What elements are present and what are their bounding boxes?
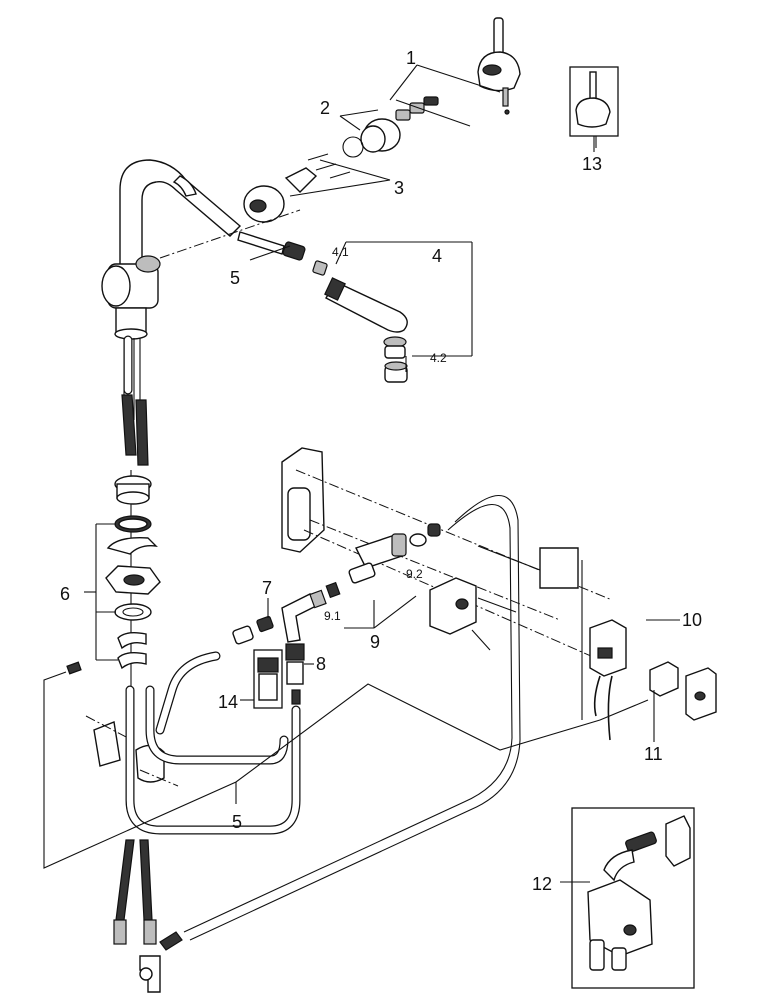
alternate-handle-box <box>569 66 619 152</box>
thermostat-valve-box <box>571 807 695 989</box>
callout-4-1: 4.1 <box>332 245 349 259</box>
callout-4-2: 4.2 <box>430 351 447 365</box>
callout-labels: 1 2 3 4 4.1 4.2 5 6 7 8 14 5 9.1 9.2 9 1… <box>60 48 702 894</box>
handle-lever <box>477 17 521 115</box>
mounting-kit <box>105 475 161 670</box>
long-hoses <box>125 495 521 951</box>
callout-9-2: 9.2 <box>406 567 423 581</box>
callout-13: 13 <box>582 154 602 174</box>
connector-parts <box>232 589 327 709</box>
callout-10: 10 <box>682 610 702 630</box>
callout-2: 2 <box>320 98 330 118</box>
faucet-body <box>101 159 242 340</box>
callout-9-1: 9.1 <box>324 609 341 623</box>
callout-5-top: 5 <box>230 268 240 288</box>
control-box <box>429 545 717 741</box>
callout-7: 7 <box>262 578 272 598</box>
callout-1: 1 <box>406 48 416 68</box>
callout-12: 12 <box>532 874 552 894</box>
callout-9: 9 <box>370 632 380 652</box>
sensor-cable <box>43 661 649 869</box>
callout-5-bottom: 5 <box>232 812 242 832</box>
callout-3: 3 <box>394 178 404 198</box>
pullout-spray <box>159 209 408 383</box>
callout-6: 6 <box>60 584 70 604</box>
callout-8: 8 <box>316 654 326 674</box>
callout-lines <box>84 64 680 883</box>
callout-4: 4 <box>432 246 442 266</box>
callout-11: 11 <box>644 744 663 764</box>
supply-hoses-bottom <box>113 839 161 993</box>
cartridge-assembly <box>243 96 439 223</box>
callout-14: 14 <box>218 692 238 712</box>
